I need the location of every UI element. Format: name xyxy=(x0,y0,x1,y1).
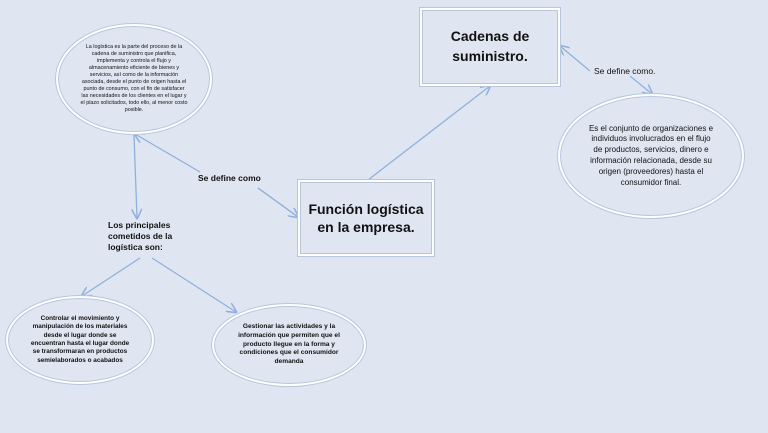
cometidos-node: Los principales cometidos de la logístic… xyxy=(108,220,173,253)
connector-label-central xyxy=(257,187,298,217)
cadenas-node: Cadenas de suministro. xyxy=(420,8,560,86)
label-se-define-como-2: Se define como. xyxy=(594,66,656,76)
cometido-1-text: Controlar el movimiento y manipulación d… xyxy=(30,315,130,364)
cometido-2-node: Gestionar las actividades y la informaci… xyxy=(212,304,366,386)
central-node-text: Función logística en la empresa. xyxy=(308,200,424,235)
connector-cadenas-label xyxy=(560,46,591,72)
connector-cometidos-2 xyxy=(151,257,236,312)
connector-label-cadenas-def xyxy=(629,75,652,94)
connector-logistica-cometidos xyxy=(134,134,137,218)
logistica-definition-node: La logística es la parte del proceso de … xyxy=(56,24,212,134)
cadenas-definition-node: Es el conjunto de organizaciones e indiv… xyxy=(558,94,744,218)
label-se-define-como: Se define como xyxy=(198,173,261,183)
connector-cometidos-1 xyxy=(82,257,141,296)
cadenas-definition-text: Es el conjunto de organizaciones e indiv… xyxy=(588,123,714,187)
central-node: Función logística en la empresa. xyxy=(298,180,434,256)
cometido-1-node: Controlar el movimiento y manipulación d… xyxy=(6,296,154,384)
connector-central-cadenas xyxy=(367,86,490,181)
cadenas-node-text: Cadenas de suministro. xyxy=(450,28,530,64)
logistica-definition-text: La logística es la parte del proceso de … xyxy=(80,43,188,114)
cometido-2-text: Gestionar las actividades y la informaci… xyxy=(238,322,340,366)
connector-label-logistica-def xyxy=(135,134,201,173)
